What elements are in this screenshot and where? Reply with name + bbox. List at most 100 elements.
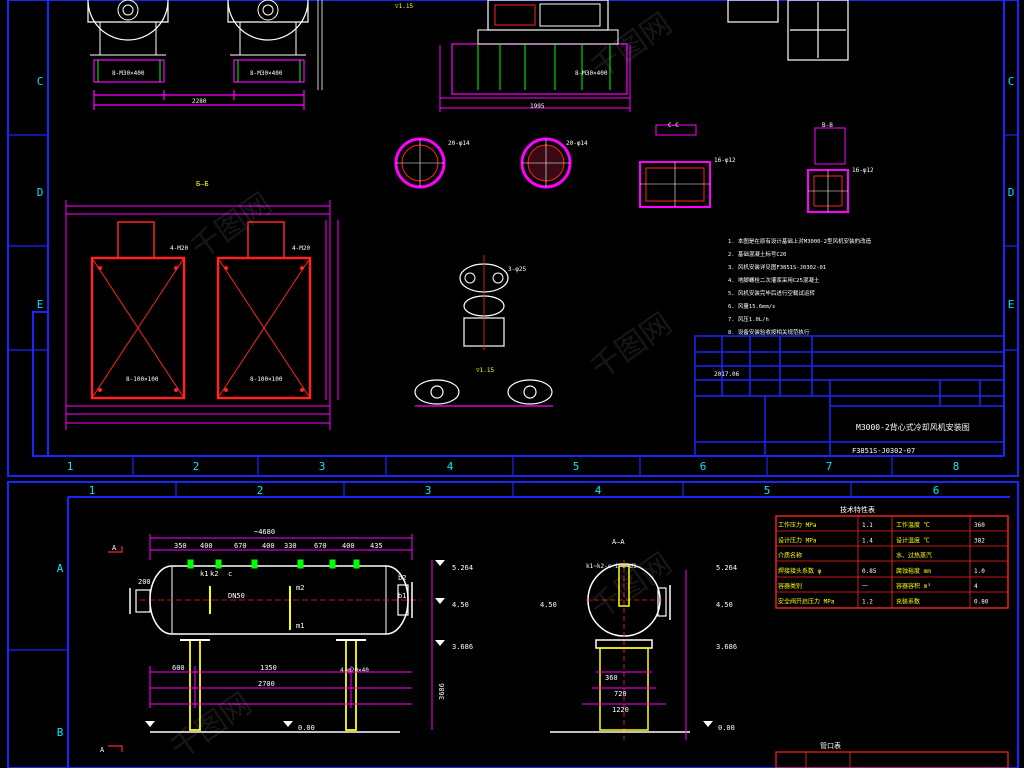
elev-000-left: 0.00 bbox=[298, 724, 315, 732]
bottom-row-letter-a: A bbox=[57, 562, 64, 575]
tank-nozzle-c: c bbox=[228, 570, 232, 578]
tank-seg-3: 670 bbox=[234, 542, 247, 550]
pump-foundation-right bbox=[233, 59, 305, 83]
spec-cell: 0.80 bbox=[974, 599, 989, 606]
pump-foundation-label-left: 8-M30×400 bbox=[112, 70, 145, 77]
section-aa-width-360: 360 bbox=[605, 674, 618, 682]
plan-bolt-left: 4-M20 bbox=[170, 245, 188, 252]
spec-cell: 工作压力 MPa bbox=[778, 521, 817, 529]
top-row-letter-c-right: C bbox=[1008, 75, 1015, 88]
note-6: 6. 风量15.6mm/s bbox=[728, 303, 775, 310]
plan-label-anchor-right: 8-100×100 bbox=[250, 376, 283, 383]
duct-flange-square-bolts: 16-φ12 bbox=[852, 167, 874, 174]
spec-cell: 水、过热蒸汽 bbox=[896, 552, 932, 560]
tank-nozzle-k2: k2 bbox=[210, 570, 218, 578]
section-aa-width-720: 720 bbox=[614, 690, 627, 698]
tank-seg-5: 330 bbox=[284, 542, 297, 550]
duct-flange-rect-bolts: 16-φ12 bbox=[714, 157, 736, 164]
foundation-plan-right bbox=[216, 221, 312, 400]
bottom-col-number-1: 1 bbox=[89, 484, 96, 497]
section-aa-elev-450-left: 4.50 bbox=[540, 601, 557, 609]
spec-table-title: 技术特性表 bbox=[840, 505, 875, 514]
elev-3686: 3.686 bbox=[452, 643, 473, 651]
tank-overall-length: ~4680 bbox=[254, 528, 275, 536]
pump-foundation-label-right: 8-M30×400 bbox=[250, 70, 283, 77]
top-col-number-8: 8 bbox=[953, 460, 960, 473]
elevation-115: ▽1.15 bbox=[395, 3, 413, 10]
title-block bbox=[694, 335, 1005, 457]
duct-flange-rect bbox=[639, 124, 711, 208]
spec-cell: 0.85 bbox=[862, 568, 877, 575]
section-aa-width-1220: 1220 bbox=[612, 706, 629, 714]
section-aa-elev-3686: 3.686 bbox=[716, 643, 737, 651]
tank-height-dim: 3686 bbox=[438, 683, 446, 700]
tank-seg-1: 350 bbox=[174, 542, 187, 550]
spec-cell: 一 bbox=[862, 583, 868, 590]
flange-left bbox=[394, 137, 446, 189]
note-1: 1. 本图是在原有设计基础上对M3000-2型风机安装的改造 bbox=[728, 237, 872, 245]
tank-saddle-note: 4-φ20×40 bbox=[340, 667, 369, 674]
duct-flange-square bbox=[807, 127, 849, 213]
elev-5264: 5.264 bbox=[452, 564, 473, 572]
top-row-letter-e-right: E bbox=[1008, 298, 1015, 311]
tank-support-total: 2700 bbox=[258, 680, 275, 688]
spec-cell: 充装系数 bbox=[896, 598, 920, 606]
section-aa-elev-450: 4.50 bbox=[716, 601, 733, 609]
note-5: 5. 风机安装完毕后进行空载试运转 bbox=[728, 289, 815, 297]
section-marker-a-top: A bbox=[112, 544, 117, 552]
fan-side-view bbox=[727, 0, 849, 61]
anchor-plate-detail-2 bbox=[414, 379, 553, 407]
section-aa-elev-5264: 5.264 bbox=[716, 564, 737, 572]
section-marker-a-bottom: A bbox=[100, 746, 105, 754]
elev-450: 4.50 bbox=[452, 601, 469, 609]
top-col-number-1: 1 bbox=[67, 460, 74, 473]
top-edge-tab bbox=[32, 311, 49, 457]
tank-elevation bbox=[129, 565, 420, 635]
spec-cell: 360 bbox=[974, 522, 985, 529]
bottom-col-number-2: 2 bbox=[257, 484, 264, 497]
bottom-col-number-5: 5 bbox=[764, 484, 771, 497]
spec-cell: 4 bbox=[974, 583, 978, 590]
watermark-1: 千图网 bbox=[185, 186, 279, 266]
tank-left-nozzle-dim: 200 bbox=[138, 578, 151, 586]
note-7: 7. 风压1.0L/h bbox=[728, 316, 769, 323]
bottom-col-number-6: 6 bbox=[933, 484, 940, 497]
bottom-row-letter-b: B bbox=[57, 726, 64, 739]
spec-cell: 1.0 bbox=[974, 568, 985, 575]
top-col-number-5: 5 bbox=[573, 460, 580, 473]
watermark-3: 千图网 bbox=[585, 306, 679, 386]
top-col-number-2: 2 bbox=[193, 460, 200, 473]
top-sheet: C D E C D E 1 2 3 4 5 6 7 8 bbox=[7, 0, 1019, 477]
top-row-letter-e: E bbox=[37, 298, 44, 311]
section-cc-label: C-C bbox=[668, 122, 679, 129]
title-block-drawing-no: F3851S-J0302-07 bbox=[852, 447, 915, 455]
tank-nozzle-b1: b1 bbox=[398, 592, 406, 600]
tank-seg-8: 435 bbox=[370, 542, 383, 550]
top-row-letter-c: C bbox=[37, 75, 44, 88]
note-4: 4. 地脚螺栓二次灌浆采用C25混凝土 bbox=[728, 276, 820, 284]
watermarks: 千图网 千图网 千图网 千图网 千图网 bbox=[165, 6, 679, 766]
fan-motor-bolt-label: 8-M30×400 bbox=[575, 70, 608, 77]
tank-left-offset: 600 bbox=[172, 664, 185, 672]
spec-cell: 安全阀开启压力 MPa bbox=[778, 598, 835, 606]
anchor-elev-label: ▽1.15 bbox=[476, 367, 494, 374]
tank-seg-7: 400 bbox=[342, 542, 355, 550]
tank-nozzle-b2: b2 bbox=[398, 574, 406, 582]
fan-motor-elevation bbox=[451, 0, 628, 95]
pump-elevation-left bbox=[87, 0, 169, 56]
spec-cell: 工作温度 ℃ bbox=[896, 521, 930, 529]
tank-support-spacing: 1350 bbox=[260, 664, 277, 672]
flange-right-label: 20-φ14 bbox=[566, 140, 588, 147]
tank-seg-4: 400 bbox=[262, 542, 275, 550]
top-row-letter-d: D bbox=[37, 186, 44, 199]
top-col-number-7: 7 bbox=[826, 460, 833, 473]
dim-total-bottom: 2280 bbox=[192, 98, 207, 105]
nozzle-table: 管口表 bbox=[775, 741, 1009, 768]
tank-seg-6: 670 bbox=[314, 542, 327, 550]
spec-cell: 介质名称 bbox=[778, 552, 802, 560]
title-block-title: M3000-2背心式冷却风机安装图 bbox=[856, 422, 970, 432]
spec-cell: 设计温度 ℃ bbox=[896, 536, 930, 544]
watermark-2: 千图网 bbox=[585, 6, 679, 86]
tank-supports bbox=[150, 639, 400, 733]
tank-dn-label: DN50 bbox=[228, 592, 245, 600]
